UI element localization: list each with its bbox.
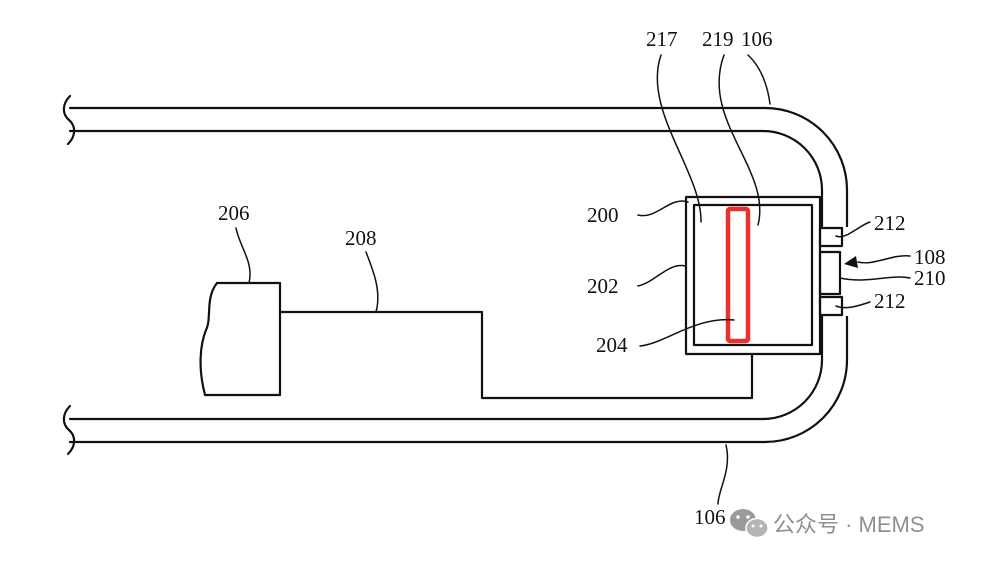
label-204: 204 xyxy=(596,333,628,357)
break-mark-top xyxy=(62,94,76,146)
label-212-bottom: 212 xyxy=(874,289,906,313)
label-217: 217 xyxy=(646,27,678,51)
watermark: 公众号 · MEMS xyxy=(730,509,925,539)
leader-200 xyxy=(637,200,689,217)
label-202: 202 xyxy=(587,274,619,298)
port-arrow-108 xyxy=(844,256,858,268)
label-212-top: 212 xyxy=(874,211,906,235)
label-219: 219 xyxy=(702,27,734,51)
leader-210 xyxy=(839,276,911,281)
label-106-bottom: 106 xyxy=(694,505,726,529)
leader-208 xyxy=(365,251,379,313)
leader-217 xyxy=(656,54,702,223)
leader-204 xyxy=(639,318,735,347)
leader-202 xyxy=(637,264,687,287)
leader-106-bottom xyxy=(717,444,729,505)
sensor-package-200 xyxy=(684,195,822,356)
label-108: 108 xyxy=(914,245,946,269)
label-210: 210 xyxy=(914,266,946,290)
component-206-break xyxy=(199,281,219,397)
leader-106-top xyxy=(747,54,771,105)
label-200: 200 xyxy=(587,203,619,227)
housing-outer-wall xyxy=(68,106,849,444)
connector-208 xyxy=(278,310,754,400)
leader-219 xyxy=(718,54,761,226)
chat-bubble-icon xyxy=(730,509,769,539)
leader-206 xyxy=(235,227,251,284)
leader-212-bottom xyxy=(835,301,871,309)
sensing-element-204-highlight xyxy=(725,206,751,344)
component-206 xyxy=(203,281,282,397)
sensor-cavity-217 xyxy=(692,203,814,347)
label-206: 206 xyxy=(218,201,250,225)
leader-108 xyxy=(857,255,911,264)
leader-212-top xyxy=(835,221,871,238)
watermark-text: 公众号 · MEMS xyxy=(773,512,925,537)
label-106-top: 106 xyxy=(741,27,773,51)
label-208: 208 xyxy=(345,226,377,250)
break-mark-bottom xyxy=(62,404,76,456)
housing-inner-wall xyxy=(68,129,824,421)
